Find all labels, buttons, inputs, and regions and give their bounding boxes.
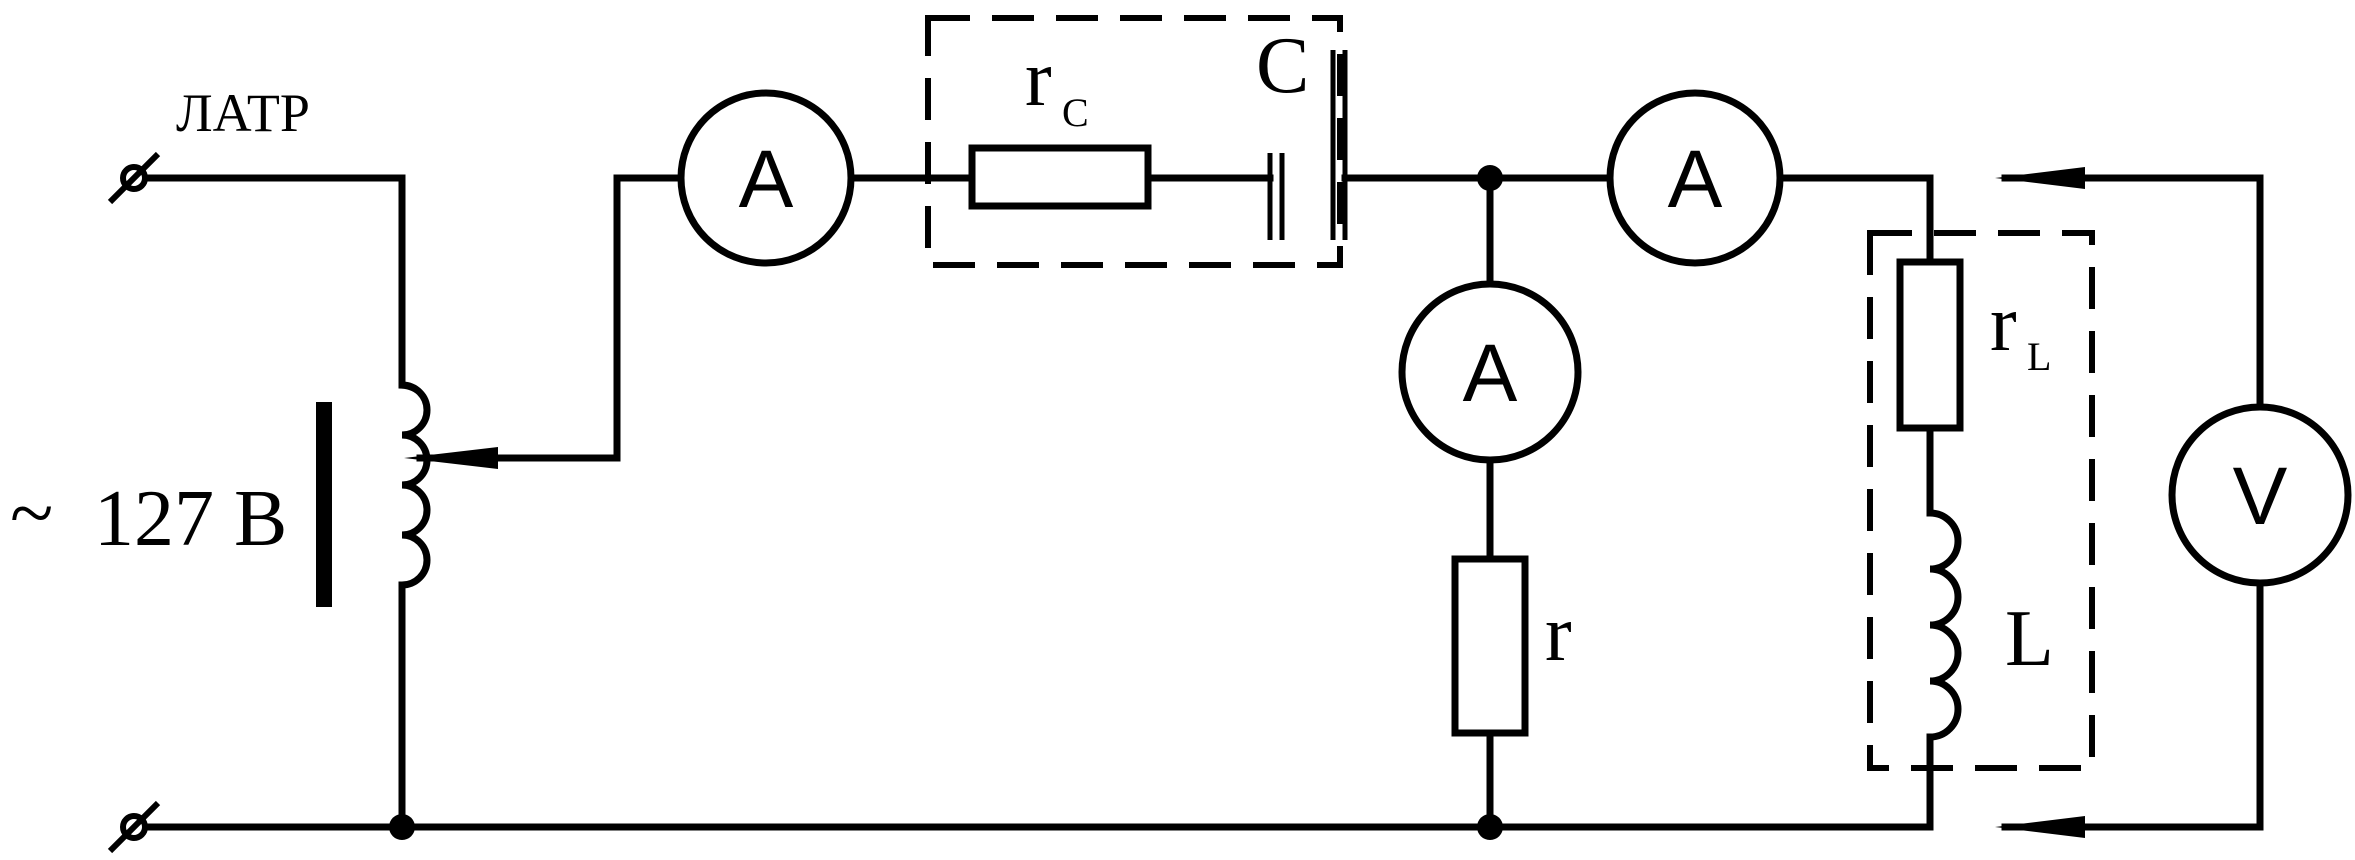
junction-node-top bbox=[1477, 165, 1503, 191]
junction-node-bottom bbox=[1477, 814, 1503, 840]
source-tilde: ~ bbox=[10, 470, 53, 558]
ammeter-2-label: A bbox=[1463, 328, 1518, 419]
autotransformer-wiper-arrow bbox=[404, 447, 498, 469]
capacitor-label: C bbox=[1256, 22, 1309, 110]
rl-label-main: r bbox=[1990, 280, 2017, 368]
ammeter-2: A bbox=[1398, 280, 1582, 464]
voltmeter-label: V bbox=[2233, 451, 2288, 542]
resistor-r-label: r bbox=[1545, 590, 1572, 678]
ammeter-1: A bbox=[677, 89, 855, 267]
rc-label: r C bbox=[1025, 35, 1089, 135]
inductor-label: L bbox=[2005, 595, 2054, 683]
rl-label-sub: L bbox=[2027, 334, 2051, 379]
wires bbox=[142, 174, 2264, 831]
capacitor-dashed-box bbox=[925, 15, 1343, 268]
voltmeter-lead-arrow-top bbox=[1995, 167, 2085, 189]
voltmeter: V bbox=[2168, 403, 2352, 587]
ammeter-3-label: A bbox=[1668, 134, 1723, 225]
capacitor bbox=[1267, 50, 1348, 240]
ammeter-1-label: A bbox=[739, 134, 794, 225]
autotransformer-core bbox=[316, 402, 332, 607]
junction-node-left bbox=[389, 814, 415, 840]
rl-label: r L bbox=[1990, 280, 2051, 379]
inductor-dashed-box bbox=[1867, 230, 2095, 771]
resistor-rc bbox=[968, 144, 1152, 210]
inductor-coil bbox=[1926, 509, 1962, 741]
ammeter-3: A bbox=[1606, 89, 1784, 267]
rc-label-sub: C bbox=[1062, 90, 1089, 135]
autotransformer-coil bbox=[398, 381, 431, 617]
resistor-r bbox=[1451, 555, 1529, 737]
voltmeter-lead-arrow-bottom bbox=[1995, 816, 2085, 838]
rc-label-main: r bbox=[1025, 35, 1052, 123]
transformer-label: ЛАТР bbox=[176, 83, 310, 143]
resistor-rl bbox=[1896, 258, 1964, 432]
source-voltage-label: 127 В bbox=[94, 475, 287, 563]
